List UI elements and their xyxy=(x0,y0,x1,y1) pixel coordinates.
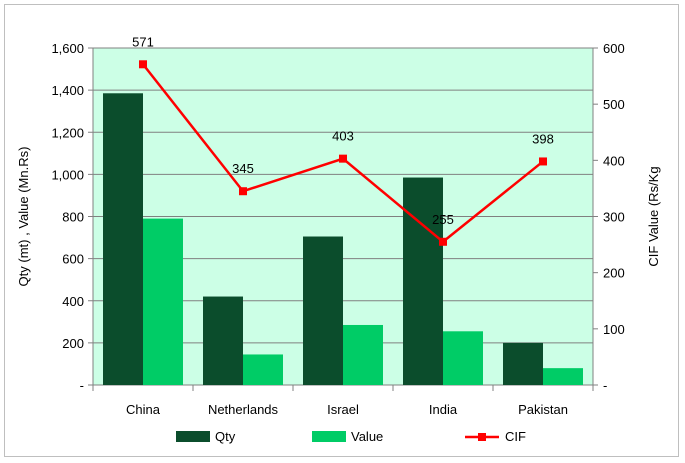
y2-tick-label: 400 xyxy=(603,153,625,168)
y2-tick-label: 600 xyxy=(603,41,625,56)
y-axis-title: Qty (mt) , Value (Mn.Rs) xyxy=(16,147,31,287)
point-cif xyxy=(139,60,147,69)
y-tick-label: 1,000 xyxy=(51,167,84,182)
y-tick-label: 1,200 xyxy=(51,125,84,140)
data-label: 403 xyxy=(332,129,354,144)
y2-axis-title: CIF Value (Rs/Kg xyxy=(646,166,661,266)
y-tick-label: - xyxy=(80,378,84,393)
bar-value xyxy=(443,331,483,385)
data-label: 571 xyxy=(132,34,154,49)
x-tick-label: Netherlands xyxy=(208,402,279,417)
y-tick-label: 1,400 xyxy=(51,83,84,98)
point-cif xyxy=(439,237,447,246)
point-cif xyxy=(339,154,347,163)
data-label: 255 xyxy=(432,212,454,227)
data-label: 398 xyxy=(532,131,554,146)
bar-value xyxy=(343,324,383,385)
bar-qty xyxy=(303,236,343,385)
y2-tick-label: 500 xyxy=(603,97,625,112)
x-tick-label: China xyxy=(126,402,161,417)
legend-label-qty: Qty xyxy=(215,429,236,444)
y-tick-label: 600 xyxy=(62,252,84,267)
data-label: 345 xyxy=(232,161,254,176)
bar-value xyxy=(143,218,183,385)
bar-qty xyxy=(203,296,243,385)
legend-marker-cif xyxy=(478,433,486,441)
point-cif xyxy=(539,157,547,166)
legend-label-value: Value xyxy=(351,429,383,444)
point-cif xyxy=(239,187,247,196)
y-tick-label: 200 xyxy=(62,336,84,351)
y2-tick-label: 200 xyxy=(603,266,625,281)
y2-tick-label: 100 xyxy=(603,322,625,337)
legend-swatch-value xyxy=(312,431,346,442)
bar-qty xyxy=(503,342,543,385)
y-tick-label: 800 xyxy=(62,210,84,225)
x-tick-label: India xyxy=(429,402,458,417)
x-tick-label: Pakistan xyxy=(518,402,568,417)
bar-value xyxy=(543,368,583,385)
legend-label-cif: CIF xyxy=(505,429,526,444)
bar-qty xyxy=(403,177,443,385)
y2-tick-label: - xyxy=(603,378,607,393)
bar-value xyxy=(243,354,283,385)
y-tick-label: 400 xyxy=(62,294,84,309)
y-tick-label: 1,600 xyxy=(51,41,84,56)
bar-qty xyxy=(103,93,143,386)
x-tick-label: Israel xyxy=(327,402,359,417)
legend-swatch-qty xyxy=(176,431,210,442)
y2-tick-label: 300 xyxy=(603,210,625,225)
